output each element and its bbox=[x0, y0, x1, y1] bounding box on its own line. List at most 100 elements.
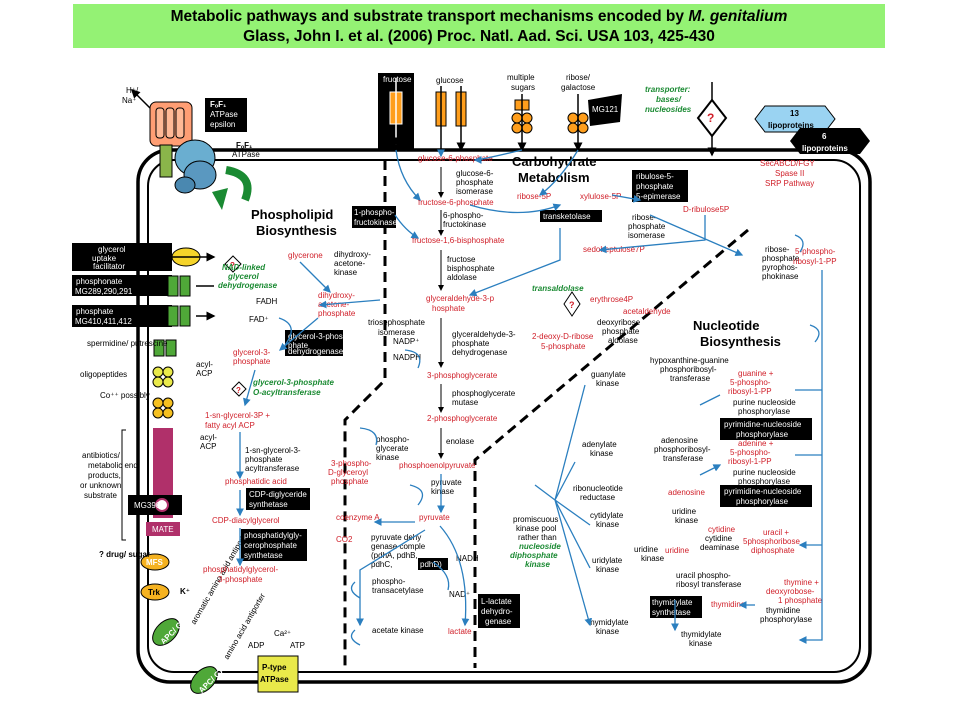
svg-text:uridylate: uridylate bbox=[592, 556, 623, 565]
svg-text:hosphate: hosphate bbox=[432, 304, 465, 313]
abc-transporters bbox=[121, 339, 299, 694]
phosphate-label: phosphate bbox=[76, 307, 114, 316]
svg-text:kinase: kinase bbox=[596, 520, 620, 529]
svg-text:kinase: kinase bbox=[590, 449, 614, 458]
svg-text:acyltransferase: acyltransferase bbox=[245, 464, 300, 473]
svg-text:ribose-: ribose- bbox=[765, 245, 790, 254]
svg-text:enolase: enolase bbox=[446, 437, 475, 446]
svg-text:fructokinase: fructokinase bbox=[443, 220, 487, 229]
svg-text:uridine: uridine bbox=[665, 546, 690, 555]
nucleotide-pathway: hypoxanthine-guanine phosphoribosyl- tra… bbox=[510, 356, 823, 648]
svg-text:phosphatidylgly-: phosphatidylgly- bbox=[244, 531, 302, 540]
svg-text:dehydrogenase: dehydrogenase bbox=[452, 348, 508, 357]
svg-text:bisphosphate: bisphosphate bbox=[447, 264, 495, 273]
svg-text:cytidine: cytidine bbox=[708, 525, 736, 534]
fructose-transporter bbox=[378, 73, 414, 151]
svg-text:ribulose-5-: ribulose-5- bbox=[636, 172, 674, 181]
svg-text:phosphorylase: phosphorylase bbox=[736, 497, 789, 506]
svg-text:glycerol-3-: glycerol-3- bbox=[233, 348, 271, 357]
svg-text:(pdhA, pdhB,: (pdhA, pdhB, bbox=[371, 551, 418, 560]
carbohydrate-header-1: Carbohydrate bbox=[512, 154, 597, 169]
svg-text:pyrimidine-nucleoside: pyrimidine-nucleoside bbox=[724, 487, 802, 496]
sec-pathway-2: Spase II bbox=[775, 169, 804, 178]
svg-text:NAD⁺: NAD⁺ bbox=[449, 590, 470, 599]
svg-text:substrate: substrate bbox=[84, 491, 117, 500]
svg-text:metabolic end: metabolic end bbox=[88, 461, 138, 470]
svg-text:6-phospho-: 6-phospho- bbox=[443, 211, 484, 220]
phosphoenolpyruvate: phosphoenolpyruvate bbox=[399, 461, 476, 470]
svg-text:thymidylate: thymidylate bbox=[588, 618, 629, 627]
svg-text:L-lactate: L-lactate bbox=[481, 597, 512, 606]
svg-text:5-phospho-: 5-phospho- bbox=[795, 247, 836, 256]
svg-text:glycerate: glycerate bbox=[376, 444, 409, 453]
svg-text:pyrimidine-nucleoside: pyrimidine-nucleoside bbox=[724, 420, 802, 429]
svg-text:triosephosphate: triosephosphate bbox=[368, 318, 425, 327]
coenzyme-a: coenzyme A bbox=[336, 513, 380, 522]
svg-text:ribosyl-1-PP: ribosyl-1-PP bbox=[728, 387, 772, 396]
svg-text:thymine +: thymine + bbox=[784, 578, 819, 587]
svg-text:genase: genase bbox=[485, 617, 512, 626]
svg-text:kinase: kinase bbox=[334, 268, 358, 277]
svg-text:cytidylate: cytidylate bbox=[590, 511, 624, 520]
atpase-label: ATPase bbox=[232, 150, 260, 159]
svg-text:galactose: galactose bbox=[561, 83, 596, 92]
phosphatidic-acid: phosphatidic acid bbox=[225, 477, 287, 486]
fad: FAD⁺ bbox=[249, 315, 269, 324]
svg-text:thymidylate: thymidylate bbox=[681, 630, 722, 639]
svg-text:transferase: transferase bbox=[663, 454, 704, 463]
svg-text:ribonucleotide: ribonucleotide bbox=[573, 484, 623, 493]
svg-text:kinase: kinase bbox=[596, 627, 620, 636]
potassium-label: K⁺ bbox=[180, 587, 190, 596]
acetaldehyde: acetaldehyde bbox=[623, 307, 671, 316]
svg-text:promiscuous: promiscuous bbox=[513, 515, 558, 524]
2-phosphoglycerate: 2-phosphoglycerate bbox=[427, 414, 498, 423]
calcium-label: Ca²⁺ bbox=[274, 629, 291, 638]
svg-text:3-phosphate: 3-phosphate bbox=[218, 575, 263, 584]
svg-text:phosphorylase: phosphorylase bbox=[738, 407, 791, 416]
svg-text:dehydrogenase: dehydrogenase bbox=[218, 281, 278, 290]
svg-text:pdhD): pdhD) bbox=[420, 560, 442, 569]
svg-text:dehydro-: dehydro- bbox=[481, 607, 513, 616]
svg-text:phosphorylase: phosphorylase bbox=[736, 430, 789, 439]
svg-text:?: ? bbox=[236, 386, 241, 395]
fructose-bisphosphate: fructose-1,6-bisphosphate bbox=[412, 236, 505, 245]
mfs-label: MFS bbox=[146, 558, 164, 567]
svg-text:pyruvate: pyruvate bbox=[431, 478, 462, 487]
cell-membrane-inner bbox=[147, 159, 861, 673]
co2: CO2 bbox=[336, 535, 353, 544]
multiple-sugars-transporter bbox=[511, 94, 533, 152]
svg-text:dihydroxy-: dihydroxy- bbox=[334, 250, 371, 259]
mate-label: MATE bbox=[152, 525, 174, 534]
svg-text:glucose-6-: glucose-6- bbox=[456, 169, 494, 178]
svg-text:5-phospho-: 5-phospho- bbox=[730, 378, 771, 387]
svg-text:fatty acyl ACP: fatty acyl ACP bbox=[205, 421, 255, 430]
svg-text:glycerol-3-phos: glycerol-3-phos bbox=[288, 332, 343, 341]
svg-text:phosphate: phosphate bbox=[762, 254, 800, 263]
glycerol-label: glycerol bbox=[98, 245, 126, 254]
svg-text:phosphate: phosphate bbox=[452, 339, 490, 348]
svg-text:phokinase: phokinase bbox=[762, 272, 799, 281]
phosphate-genes: MG410,411,412 bbox=[75, 317, 132, 326]
multiple-sugars-label: multiple bbox=[507, 73, 535, 82]
svg-text:aldolase: aldolase bbox=[608, 336, 638, 345]
svg-text:synthetase: synthetase bbox=[244, 551, 283, 560]
transporter-note-3: nucleosides bbox=[645, 105, 692, 114]
phosphonate-label: phosphonate bbox=[76, 277, 123, 286]
svg-text:glycerol-3-phosphate: glycerol-3-phosphate bbox=[252, 378, 334, 387]
pathway-connectors bbox=[236, 149, 823, 644]
sedoheptulose-7p: sedoheptulose7P bbox=[583, 245, 645, 254]
lipoproteins-6-label: lipoproteins bbox=[802, 144, 848, 153]
svg-text:purine nucleoside: purine nucleoside bbox=[733, 398, 796, 407]
svg-text:guanylate: guanylate bbox=[591, 370, 626, 379]
transporter-note-1: transporter: bbox=[645, 85, 691, 94]
lactate: lactate bbox=[448, 627, 472, 636]
svg-text:kinase pool: kinase pool bbox=[516, 524, 557, 533]
atp-label: ATP bbox=[290, 641, 305, 650]
left-transporter-column bbox=[72, 243, 214, 327]
svg-text:phosphate: phosphate bbox=[245, 455, 283, 464]
svg-text:D-glyceroyl: D-glyceroyl bbox=[328, 468, 368, 477]
cdp-diacylglycerol: CDP-diacylglycerol bbox=[212, 516, 280, 525]
f0f1-atpase-icon bbox=[149, 101, 217, 194]
glycerol-uptake-label: uptake bbox=[92, 254, 117, 263]
svg-text:phosphatidylglycerol-: phosphatidylglycerol- bbox=[203, 565, 278, 574]
